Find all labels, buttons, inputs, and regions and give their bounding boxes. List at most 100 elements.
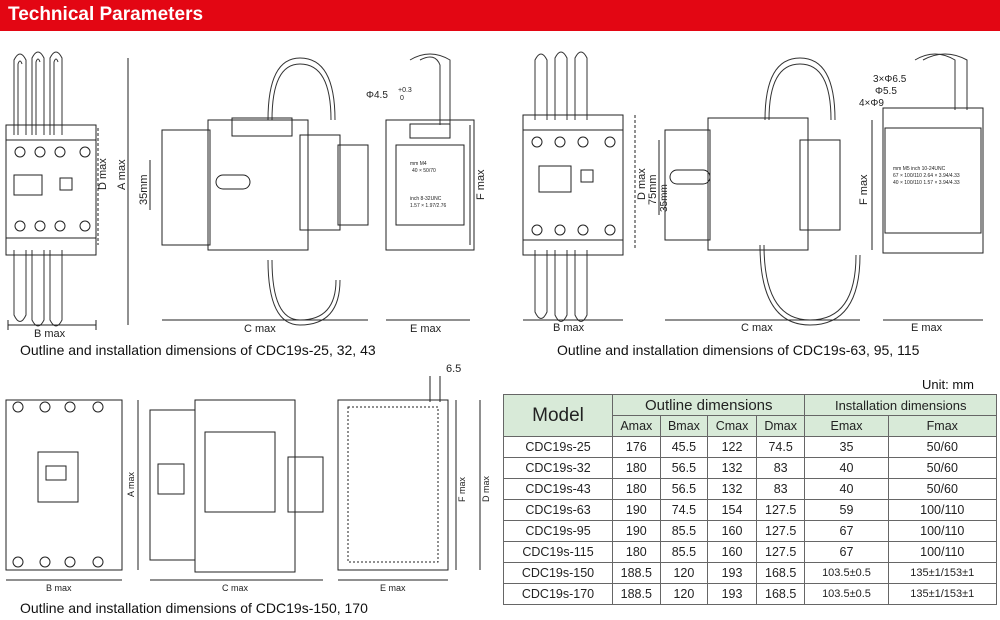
model-cell: CDC19s-25 <box>503 436 613 458</box>
f-max-label-1: F max <box>475 169 487 200</box>
value-cell-b: 120 <box>659 583 709 605</box>
parameters-table: Model Outline dimensions Installation di… <box>503 394 998 605</box>
value-cell-d: 168.5 <box>755 562 806 584</box>
b-max-label-2: B max <box>553 322 585 334</box>
model-cell: CDC19s-150 <box>503 562 613 584</box>
value-cell-e: 40 <box>804 457 889 479</box>
value-cell-d: 127.5 <box>755 541 806 563</box>
value-cell-d: 127.5 <box>755 520 806 542</box>
f-max-label-3: F max <box>457 476 467 502</box>
value-cell-f: 135±1/153±1 <box>887 583 998 605</box>
value-cell-a: 188.5 <box>612 562 661 584</box>
value-cell-c: 193 <box>707 583 757 605</box>
model-cell: CDC19s-63 <box>503 499 613 521</box>
drawing-small-contactor: B max A max D max 35mm C max Φ4.5 +0.3 0… <box>0 40 500 340</box>
value-cell-d: 83 <box>755 457 806 479</box>
col-emax: Emax <box>804 415 889 437</box>
model-header: Model <box>503 394 613 437</box>
c-max-label-2: C max <box>741 322 773 334</box>
col-dmax: Dmax <box>755 415 806 437</box>
model-cell: CDC19s-32 <box>503 457 613 479</box>
phi45-label: Φ4.5 <box>366 90 388 101</box>
m5-note-a: mm M5 inch 10-24UNC <box>893 166 946 172</box>
value-cell-a: 190 <box>612 499 661 521</box>
caption-small-contactor: Outline and installation dimensions of C… <box>20 342 376 358</box>
phi55-label: Φ5.5 <box>875 86 897 97</box>
value-cell-b: 120 <box>659 562 709 584</box>
value-cell-f: 100/110 <box>887 541 998 563</box>
unit-label: Unit: mm <box>922 377 974 392</box>
value-cell-c: 132 <box>707 457 757 479</box>
e-max-label-1: E max <box>410 323 442 335</box>
value-cell-e: 59 <box>804 499 889 521</box>
m4-note-c: inch 8-32UNC <box>410 196 442 202</box>
value-cell-c: 122 <box>707 436 757 458</box>
installation-dimensions-header: Installation dimensions <box>804 394 997 416</box>
value-cell-f: 50/60 <box>887 478 998 500</box>
b-max-label-3: B max <box>46 583 72 593</box>
value-cell-c: 160 <box>707 541 757 563</box>
page-title: Technical Parameters <box>8 4 204 25</box>
col-bmax: Bmax <box>659 415 709 437</box>
value-cell-d: 127.5 <box>755 499 806 521</box>
drawing-medium-contactor: B max D max 75mm 35mm C max 3×Φ6.5 Φ5.5 … <box>515 40 1000 340</box>
d-max-label-1: D max <box>97 158 109 190</box>
d-max-label-3: D max <box>481 475 491 502</box>
h75-label: 75mm <box>647 174 659 205</box>
model-cell: CDC19s-95 <box>503 520 613 542</box>
m4-note-b: 40 × 50/70 <box>412 168 436 174</box>
phi45-tol: +0.3 <box>398 87 412 94</box>
value-cell-c: 160 <box>707 520 757 542</box>
value-cell-f: 135±1/153±1 <box>887 562 998 584</box>
m4-note-d: 1.57 × 1.97/2.76 <box>410 203 447 209</box>
f-max-label-2: F max <box>858 174 870 205</box>
value-cell-a: 180 <box>612 457 661 479</box>
value-cell-e: 35 <box>804 436 889 458</box>
a-max-label-1: A max <box>116 159 128 190</box>
value-cell-a: 176 <box>612 436 661 458</box>
col-amax: Amax <box>612 415 661 437</box>
value-cell-b: 56.5 <box>659 457 709 479</box>
m5-note-c: 40 × 100/110 1.57 × 3.94/4.33 <box>893 180 960 186</box>
d65-label: 6.5 <box>446 363 461 375</box>
value-cell-b: 85.5 <box>659 541 709 563</box>
caption-large-contactor: Outline and installation dimensions of C… <box>20 600 368 616</box>
model-cell: CDC19s-170 <box>503 583 613 605</box>
h35-label-2: 35mm <box>659 184 670 212</box>
model-cell: CDC19s-43 <box>503 478 613 500</box>
value-cell-c: 154 <box>707 499 757 521</box>
value-cell-e: 40 <box>804 478 889 500</box>
outline-dimensions-header: Outline dimensions <box>611 394 806 416</box>
value-cell-a: 180 <box>612 478 661 500</box>
d-max-label-2: D max <box>636 168 648 200</box>
a-max-label-3: A max <box>126 471 136 497</box>
header-bar: Technical Parameters <box>0 0 1000 31</box>
value-cell-f: 50/60 <box>887 436 998 458</box>
drawing-large-contactor: B max A max C max 6.5 F max D max E max <box>0 362 500 597</box>
value-cell-c: 193 <box>707 562 757 584</box>
col-cmax: Cmax <box>707 415 757 437</box>
value-cell-e: 67 <box>804 520 889 542</box>
phi45-tol0: 0 <box>400 95 404 102</box>
value-cell-b: 56.5 <box>659 478 709 500</box>
value-cell-e: 103.5±0.5 <box>804 583 889 605</box>
c-max-label-1: C max <box>244 323 276 335</box>
b-max-label-1: B max <box>34 328 66 340</box>
value-cell-a: 188.5 <box>612 583 661 605</box>
value-cell-a: 190 <box>612 520 661 542</box>
value-cell-f: 100/110 <box>887 520 998 542</box>
value-cell-f: 100/110 <box>887 499 998 521</box>
three-phi65-label: 3×Φ6.5 <box>873 74 907 85</box>
value-cell-f: 50/60 <box>887 457 998 479</box>
h35-label: 35mm <box>138 174 150 205</box>
four-phi9-label: 4×Φ9 <box>859 98 884 109</box>
value-cell-e: 67 <box>804 541 889 563</box>
value-cell-d: 168.5 <box>755 583 806 605</box>
